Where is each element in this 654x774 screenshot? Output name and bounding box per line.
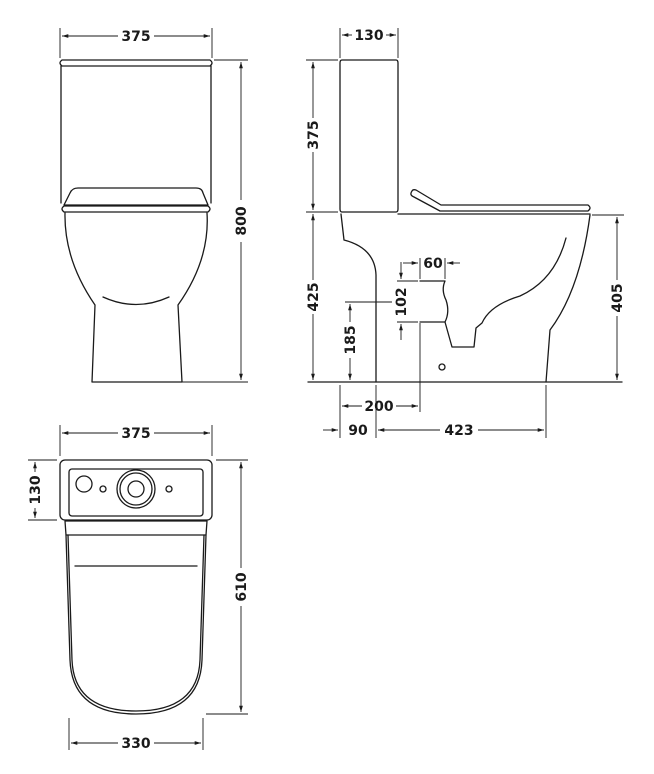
- plan-cistern-depth-label: 130: [28, 475, 44, 504]
- outlet-centre-height-label: 185: [343, 325, 359, 354]
- cistern-depth-label: 130: [354, 28, 383, 44]
- front-width-label: 375: [121, 29, 150, 45]
- plan-pan-width-label: 330: [121, 736, 150, 752]
- outlet-diameter-label: 102: [394, 287, 410, 316]
- plan-view: 375 130 610 330: [28, 425, 250, 752]
- wall-to-foot-label: 90: [348, 423, 368, 439]
- outlet-distance-label: 200: [364, 399, 393, 415]
- cistern-height-label: 375: [306, 120, 322, 149]
- seat-height-label: 405: [610, 283, 626, 312]
- front-view: 375 800: [59, 28, 250, 383]
- pan-height-label: 425: [306, 282, 322, 311]
- plan-cistern-width-label: 375: [121, 426, 150, 442]
- front-height-label: 800: [234, 206, 250, 235]
- foot-to-front-label: 423: [444, 423, 473, 439]
- outlet-length-label: 60: [423, 256, 443, 272]
- side-view: 130 375 425 405 185 102 60 200: [306, 28, 626, 439]
- plan-overall-depth-label: 610: [234, 572, 250, 601]
